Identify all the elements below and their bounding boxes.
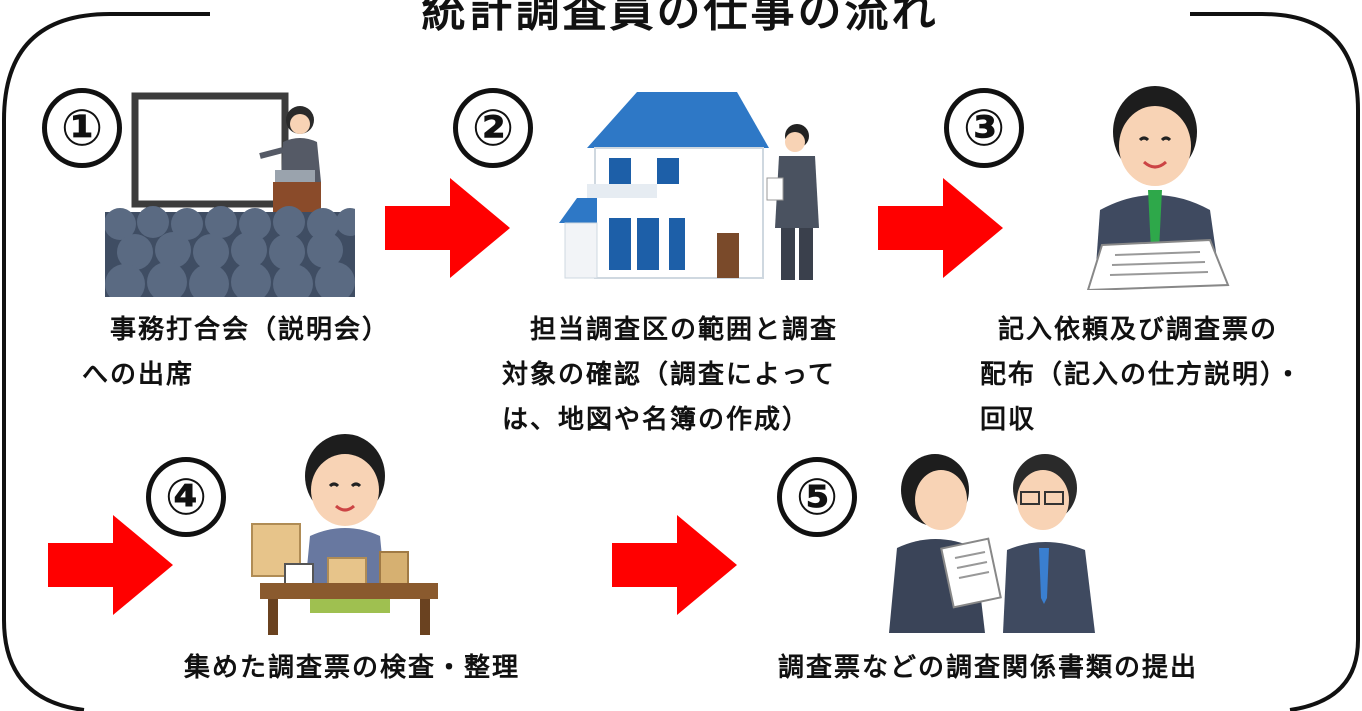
right-arrow-icon bbox=[878, 178, 1003, 278]
right-arrow-icon bbox=[385, 178, 510, 278]
step-2-number: ② bbox=[453, 88, 533, 168]
step-4-number: ④ bbox=[146, 457, 226, 537]
page-title: 統計調査員の仕事の流れ bbox=[330, 0, 1030, 44]
step-5-label: 調査票などの調査関係書類の提出 bbox=[778, 653, 1199, 683]
step-1-label: 事務打合会（説明会） への出席 bbox=[82, 315, 391, 390]
step-3-label: 記入依頼及び調査票の 配布（記入の仕方説明）・ 回収 bbox=[980, 315, 1304, 435]
right-arrow-icon bbox=[612, 515, 737, 615]
sorting-desk-icon bbox=[251, 434, 438, 635]
right-arrow-icon bbox=[48, 515, 173, 615]
step-1-number: ① bbox=[42, 88, 122, 168]
step-3-number: ③ bbox=[944, 88, 1024, 168]
step-4-label: 集めた調査票の検査・整理 bbox=[184, 653, 521, 683]
presentation-icon bbox=[105, 92, 355, 297]
step-2-label: 担当調査区の範囲と調査 対象の確認（調査によって は、地図や名簿の作成） bbox=[502, 315, 839, 435]
businessman-documents-icon bbox=[1086, 86, 1230, 290]
step-5-number: ⑤ bbox=[777, 457, 857, 537]
house-inspector-icon bbox=[559, 92, 819, 280]
document-handover-icon bbox=[889, 454, 1095, 633]
